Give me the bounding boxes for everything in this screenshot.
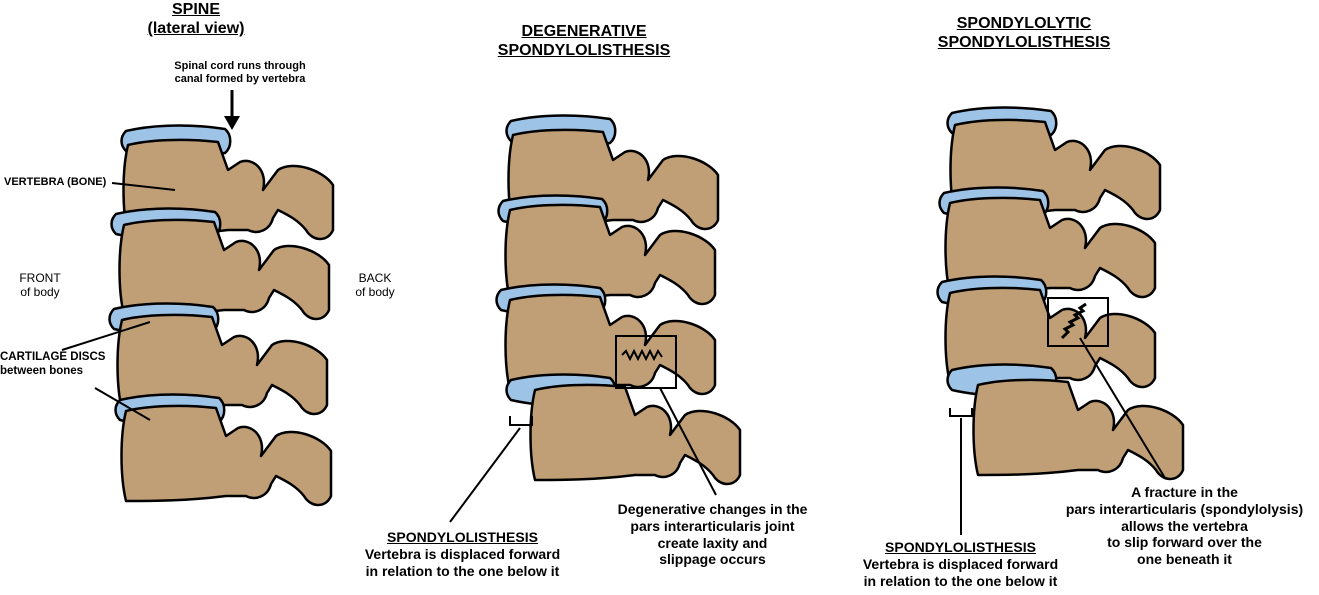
cartilage-pointer-1 bbox=[61, 321, 151, 351]
degenerative-spine bbox=[495, 114, 742, 486]
cartilage-line2: between bones bbox=[0, 364, 84, 377]
vertebra-4 bbox=[972, 378, 1185, 481]
degenerative-note-line1: Degenerative changes in the bbox=[617, 501, 808, 517]
degenerative-note: Degenerative changes in the pars interar… bbox=[590, 501, 835, 568]
degenerative-note-line3: create laxity and bbox=[657, 534, 768, 551]
front-line1: FRONT bbox=[19, 271, 61, 285]
front-line2: of body bbox=[20, 285, 60, 300]
pars-highlight-box bbox=[615, 335, 677, 389]
spondylolytic-title-line1: SPONDYLOLYTIC bbox=[956, 15, 1092, 32]
vertebra-4 bbox=[529, 383, 742, 486]
degenerative-title-line1: DEGENERATIVE bbox=[521, 23, 647, 40]
spondylolytic-note-line4: to slip forward over the bbox=[1107, 534, 1262, 551]
degenerative-caption-title: SPONDYLOLISTHESIS bbox=[387, 529, 538, 545]
spine-title: SPINE (lateral view) bbox=[118, 0, 274, 38]
vertebra-4 bbox=[120, 404, 333, 507]
spinal-cord-label: Spinal cord runs through canal formed by… bbox=[160, 60, 320, 86]
note-pointer bbox=[659, 387, 717, 496]
spondylolytic-note-line1: A fracture in the bbox=[1131, 484, 1238, 500]
vertebra-pointer bbox=[111, 182, 176, 191]
fracture-highlight-box bbox=[1047, 297, 1109, 347]
spinal-cord-line2: canal formed by vertebra bbox=[174, 73, 306, 86]
spondylolytic-note-line3: allows the vertebra bbox=[1121, 517, 1248, 534]
degenerative-title: DEGENERATIVE SPONDYLOLISTHESIS bbox=[470, 22, 698, 60]
spondylolytic-caption-title: SPONDYLOLISTHESIS bbox=[885, 539, 1036, 555]
degenerative-caption-line1: Vertebra is displaced forward bbox=[364, 545, 561, 562]
spondylolytic-caption: SPONDYLOLISTHESIS Vertebra is displaced … bbox=[838, 539, 1083, 589]
back-label: BACK of body bbox=[345, 271, 405, 300]
spine-title-line2: (lateral view) bbox=[147, 20, 245, 38]
degenerative-caption-line2: in relation to the one below it bbox=[365, 562, 560, 579]
spinal-cord-line1: Spinal cord runs through bbox=[174, 60, 306, 72]
displacement-bracket bbox=[949, 408, 973, 417]
back-line2: of body bbox=[355, 285, 395, 300]
caption-pointer bbox=[449, 427, 521, 523]
spondylolytic-title-line2: SPONDYLOLISTHESIS bbox=[937, 34, 1111, 52]
front-label: FRONT of body bbox=[10, 271, 70, 300]
spine-title-line1: SPINE bbox=[171, 1, 220, 18]
note-pointer bbox=[1079, 337, 1166, 479]
spondylolytic-note-line2: pars interarticularis (spondylolysis) bbox=[1065, 500, 1304, 517]
spondylolytic-note: A fracture in the pars interarticularis … bbox=[1050, 484, 1319, 568]
back-line1: BACK bbox=[358, 271, 392, 285]
cartilage-pointer-2 bbox=[94, 387, 151, 421]
degenerative-title-line2: SPONDYLOLISTHESIS bbox=[497, 42, 671, 60]
degenerative-changes-mark bbox=[621, 348, 663, 362]
degenerative-note-line2: pars interarticularis joint bbox=[630, 517, 795, 534]
spondylolytic-caption-line2: in relation to the one below it bbox=[863, 572, 1058, 589]
spondylolytic-note-line5: one beneath it bbox=[1137, 551, 1232, 568]
normal-spine bbox=[108, 124, 335, 507]
degenerative-caption: SPONDYLOLISTHESIS Vertebra is displaced … bbox=[340, 529, 585, 579]
spondylolytic-title: SPONDYLOLYTIC SPONDYLOLISTHESIS bbox=[910, 14, 1138, 52]
spinal-cord-arrowhead bbox=[224, 116, 240, 130]
cartilage-line1: CARTILAGE DISCS bbox=[0, 351, 106, 363]
displacement-bracket bbox=[509, 416, 533, 426]
spondylolytic-caption-line1: Vertebra is displaced forward bbox=[862, 555, 1059, 572]
fracture-mark bbox=[1060, 302, 1087, 340]
vertebra-label: VERTEBRA (BONE) bbox=[4, 176, 107, 188]
degenerative-note-line4: slippage occurs bbox=[659, 551, 766, 568]
cartilage-label: CARTILAGE DISCS between bones bbox=[0, 351, 120, 379]
spondylolytic-spine bbox=[936, 106, 1185, 481]
